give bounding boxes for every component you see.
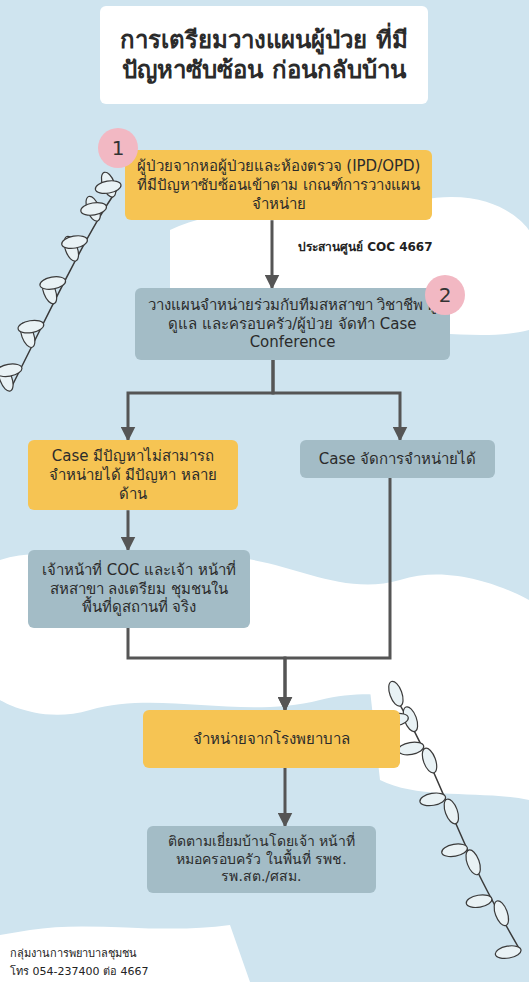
box-text: ผู้ป่วยจากหอผู้ป่วยและห้องตรวจ (IPD/OPD)… [135,157,422,213]
process-box: Case จัดการจำหน่ายได้ [300,440,495,478]
leaf-branch [0,170,122,393]
flow-arrow [128,360,273,440]
box-text: เจ้าหน้าที่ COC และเจ้า หน้าที่สหสาขา ลง… [38,561,240,617]
footer-text: กลุ่มงานการพยาบาลชุมชน [10,944,137,962]
box-text: Case จัดการจำหน่ายได้ [319,450,476,469]
process-box: ติดตามเยี่ยมบ้านโดยเจ้า หน้าที่หมอครอบคร… [147,826,376,893]
process-box: Case มีปัญหาไม่สามารถ จำหน่ายได้ มีปัญหา… [28,440,238,510]
flow-arrow [285,478,390,710]
process-box: เจ้าหน้าที่ COC และเจ้า หน้าที่สหสาขา ลง… [28,550,250,628]
flow-arrow [271,220,274,288]
flow-arrow [284,768,287,826]
process-box: วางแผนจำหน่ายร่วมกับทีมสหสาขา วิชาชีพ ผู… [135,288,450,360]
box-text: จำหน่ายจากโรงพยาบาล [193,730,350,749]
flow-arrow [127,510,130,550]
box-text: วางแผนจำหน่ายร่วมกับทีมสหสาขา วิชาชีพ ผู… [145,296,440,352]
box-text: ติดตามเยี่ยมบ้านโดยเจ้า หน้าที่หมอครอบคร… [157,833,366,886]
title-text: การเตรียมวางแผนผู้ป่วย ที่มีปัญหาซับซ้อน… [114,25,414,85]
process-box: ผู้ป่วยจากหอผู้ป่วยและห้องตรวจ (IPD/OPD)… [125,150,432,220]
flow-arrow [273,360,400,440]
callout-number: 2 [425,275,465,315]
footer-text: โทร 054-237400 ต่อ 4667 [10,962,148,980]
cloud-blob [0,925,250,982]
process-box: จำหน่ายจากโรงพยาบาล [143,710,400,768]
flow-arrow [128,628,285,710]
edge-label: ประสานศูนย์ COC 4667 [298,237,433,256]
box-text: Case มีปัญหาไม่สามารถ จำหน่ายได้ มีปัญหา… [38,447,228,503]
callout-number: 1 [98,128,138,168]
title-box: การเตรียมวางแผนผู้ป่วย ที่มีปัญหาซับซ้อน… [100,6,428,104]
leaf-branch [382,679,522,960]
